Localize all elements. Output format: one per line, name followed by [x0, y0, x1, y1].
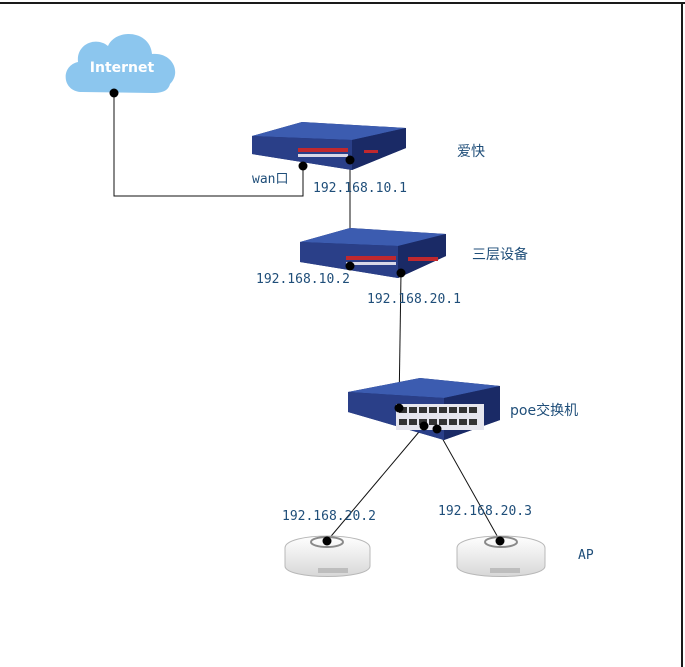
l3-switch-name-label: 三层设备 — [472, 246, 528, 263]
ap1-port-dot — [322, 536, 332, 546]
l3-downlink-ip-label: 192.168.20.1 — [367, 292, 461, 307]
poe-uplink-port-dot — [394, 403, 404, 413]
connection-points — [109, 88, 505, 546]
router-wan-port-dot — [298, 161, 308, 171]
router-lan-ip-label: 192.168.10.1 — [313, 181, 407, 196]
poe-ap2-port-dot — [432, 424, 442, 434]
poe-ap1-port-dot — [419, 421, 429, 431]
router-name-label: 爱快 — [457, 144, 485, 160]
internet-label: Internet — [90, 60, 155, 76]
ap2-port-dot — [495, 536, 505, 546]
l3-switch-device-icon — [300, 228, 446, 278]
poe-switch-device-icon — [348, 378, 500, 440]
l3-downlink-port-dot — [396, 268, 406, 278]
internet-to-wan-link — [113, 93, 304, 197]
ap-name-label: AP — [578, 548, 594, 563]
l3-uplink-port-dot — [345, 261, 355, 271]
poe-to-ap1-link — [326, 425, 425, 542]
ap2-ip-label: 192.168.20.3 — [438, 504, 532, 519]
cloud-port-dot — [109, 88, 119, 98]
ap1-ip-label: 192.168.20.2 — [282, 509, 376, 524]
internet-cloud-icon: Internet — [65, 34, 176, 93]
router-wan-label: wan口 — [252, 172, 288, 187]
poe-switch-name-label: poe交换机 — [510, 402, 578, 419]
ap1-device-icon — [284, 535, 371, 577]
router-lan-port-dot — [345, 155, 355, 165]
router-device-icon — [252, 122, 406, 170]
ap2-device-icon — [456, 535, 546, 577]
l3-uplink-ip-label: 192.168.10.2 — [256, 272, 350, 287]
poe-to-ap2-link — [436, 428, 501, 542]
